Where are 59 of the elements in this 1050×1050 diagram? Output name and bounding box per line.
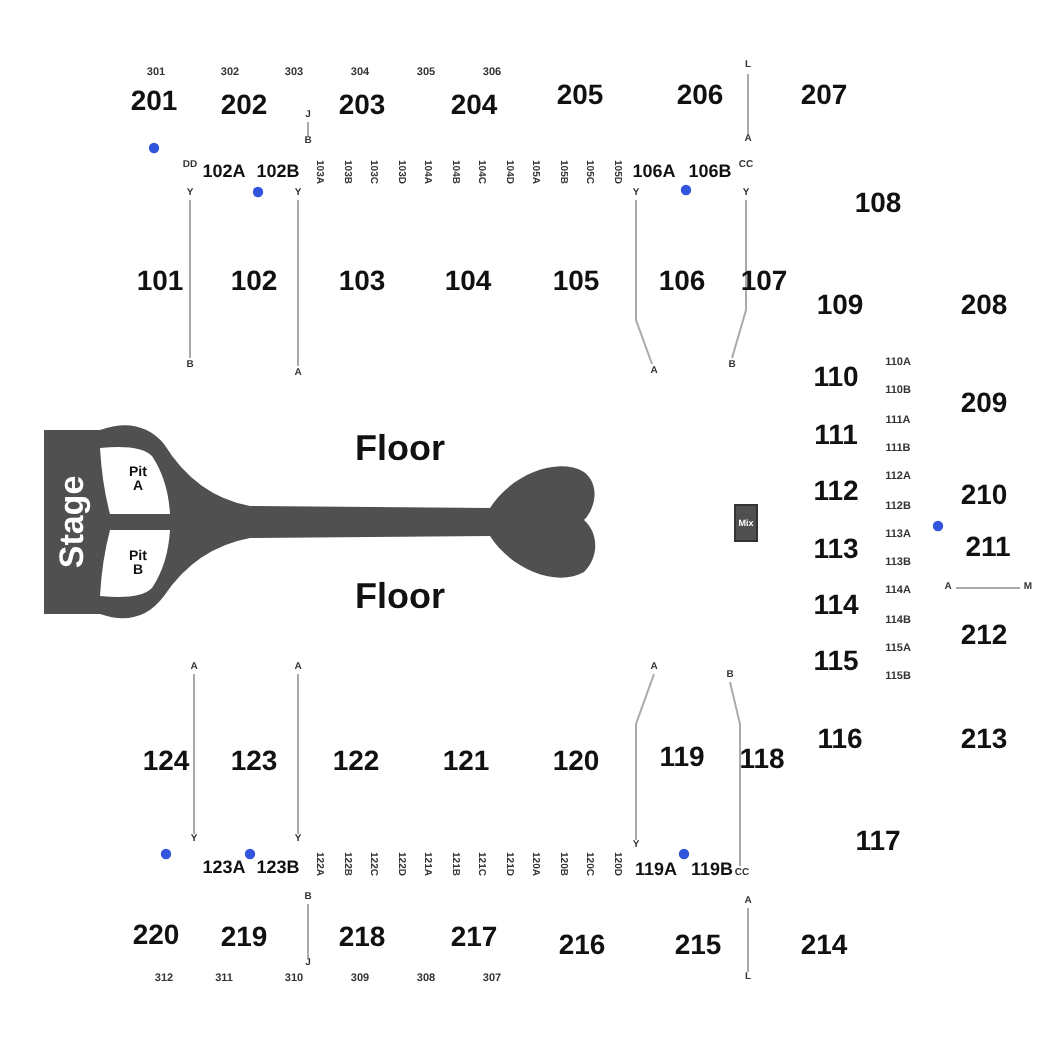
section-number: 203 [338,90,386,118]
section-number: 123A [202,859,246,877]
section-number: 123 [230,746,278,774]
section-number: 110 [813,362,859,390]
section-number: 102B [256,163,300,181]
section-number: 204 [450,90,498,118]
stage-shape [40,424,600,620]
section-number: 117 [855,826,901,854]
section-number: 104 [444,266,492,294]
section-number: 109 [816,290,864,318]
mix-box [734,504,758,542]
section-number: 201 [130,86,178,114]
section-number: 123B [256,859,300,877]
section-number: 102A [202,163,246,181]
section-number: 119 [659,742,705,770]
section-number: 118 [739,744,785,772]
section-number: 202 [220,90,268,118]
section-number: 214 [800,930,848,958]
section-number: 208 [960,290,1008,318]
section-number: 209 [960,388,1008,416]
pit-area [96,528,172,600]
section-number: 206 [676,80,724,108]
section-number: 107 [740,266,788,294]
section-number: 215 [674,930,722,958]
section-number: 105 [552,266,600,294]
section-number: 219 [220,922,268,950]
section-number: 217 [450,922,498,950]
section-number: 114 [813,590,859,618]
section-number: 211 [965,532,1011,560]
section-number: 218 [338,922,386,950]
section-number: 121 [442,746,490,774]
section-number: 106B [688,163,732,181]
section-number: 108 [854,188,902,216]
floor-label: Floor [355,578,445,614]
section-number: 119B [690,861,734,879]
section-number: 213 [960,724,1008,752]
section-number: 124 [142,746,190,774]
section-number: 106 [658,266,706,294]
section-number: 207 [800,80,848,108]
section-number: 116 [817,724,863,752]
section-number: 210 [960,480,1008,508]
section-number: 205 [556,80,604,108]
section-number: 115 [813,646,859,674]
section-number: 212 [960,620,1008,648]
stage-label: Stage [55,475,89,569]
section-number: 103 [338,266,386,294]
section-number: 220 [132,920,180,948]
section-number: 112 [813,476,859,504]
section-number: 119A [634,861,678,879]
floor-label: Floor [355,430,445,466]
section-number: 113 [813,534,859,562]
section-number: 216 [558,930,606,958]
pit-area [96,444,172,516]
section-number: 120 [552,746,600,774]
section-number: 111 [814,420,858,448]
section-number: 122 [332,746,380,774]
section-number: 106A [632,163,676,181]
section-number: 101 [136,266,184,294]
section-number: 102 [230,266,278,294]
